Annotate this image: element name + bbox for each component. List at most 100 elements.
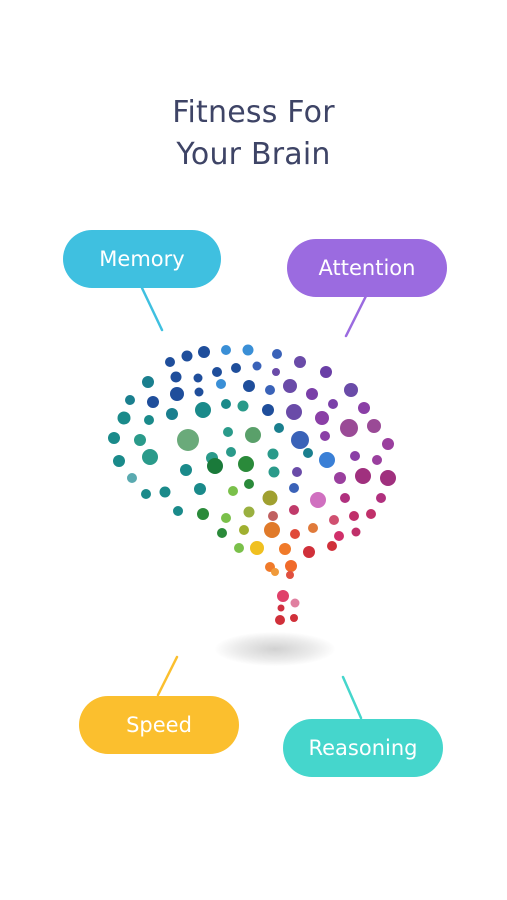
brain-dot bbox=[351, 527, 361, 537]
brain-dot bbox=[173, 506, 183, 516]
brain-dot bbox=[355, 468, 371, 484]
brain-dot bbox=[366, 509, 376, 519]
brain-dot bbox=[320, 431, 330, 441]
reasoning-connector bbox=[341, 675, 363, 720]
brain-dot bbox=[180, 464, 192, 476]
brain-dot bbox=[319, 452, 335, 468]
speed-label: Speed bbox=[126, 713, 192, 737]
brain-dot bbox=[334, 472, 346, 484]
memory-label: Memory bbox=[99, 247, 185, 271]
brain-dot bbox=[193, 373, 203, 383]
brain-dot bbox=[197, 508, 209, 520]
brain-dot bbox=[349, 511, 359, 521]
attention-button[interactable]: Attention bbox=[287, 239, 447, 297]
brain-dot bbox=[262, 490, 278, 506]
brain-dot bbox=[290, 598, 300, 608]
brain-dot bbox=[271, 568, 279, 576]
brain-dot bbox=[262, 404, 274, 416]
brain-dot bbox=[223, 427, 233, 437]
brain-dot bbox=[237, 400, 249, 412]
brain-dot bbox=[117, 411, 131, 425]
brain-dot bbox=[127, 473, 137, 483]
brain-dot bbox=[380, 470, 396, 486]
brain-dot bbox=[291, 431, 309, 449]
brain-dot bbox=[243, 380, 255, 392]
brain-dot bbox=[315, 411, 329, 425]
brain-dot bbox=[340, 493, 350, 503]
brain-dot bbox=[194, 387, 204, 397]
brain-dot bbox=[272, 349, 282, 359]
brain-dot bbox=[285, 560, 297, 572]
brain-dot bbox=[195, 402, 211, 418]
brain-dot bbox=[242, 344, 254, 356]
brain-dot bbox=[275, 615, 285, 625]
brain-dot bbox=[221, 399, 231, 409]
brain-dot bbox=[221, 513, 231, 523]
brain-dot bbox=[308, 523, 318, 533]
brain-dot bbox=[108, 432, 120, 444]
brain-dot bbox=[292, 467, 302, 477]
brain-dot bbox=[272, 368, 280, 376]
brain-shadow bbox=[215, 632, 335, 666]
brain-dot bbox=[231, 363, 241, 373]
brain-dot bbox=[328, 399, 338, 409]
brain-dot bbox=[334, 531, 344, 541]
brain-dot bbox=[113, 455, 125, 467]
brain-dot bbox=[238, 456, 254, 472]
brain-dot bbox=[212, 367, 222, 377]
page-title: Fitness For Your Brain bbox=[0, 92, 507, 176]
brain-dot bbox=[194, 483, 206, 495]
brain-dot bbox=[327, 541, 337, 551]
brain-dot bbox=[274, 423, 284, 433]
brain-dot bbox=[216, 379, 226, 389]
brain-dot bbox=[306, 388, 318, 400]
brain-dot bbox=[286, 404, 302, 420]
brain-dot bbox=[181, 350, 193, 362]
brain-dot bbox=[243, 506, 255, 518]
brain-dot bbox=[265, 385, 275, 395]
brain-dot bbox=[290, 614, 298, 622]
title-line-1: Fitness For bbox=[172, 95, 335, 130]
memory-button[interactable]: Memory bbox=[63, 230, 221, 288]
brain-dot bbox=[267, 448, 279, 460]
brain-dot bbox=[244, 479, 254, 489]
brain-dot bbox=[144, 415, 154, 425]
brain-dot bbox=[358, 402, 370, 414]
brain-dot bbox=[159, 486, 171, 498]
brain-dot bbox=[310, 492, 326, 508]
brain-dot bbox=[289, 483, 299, 493]
brain-dot bbox=[217, 528, 227, 538]
speed-button[interactable]: Speed bbox=[79, 696, 239, 754]
brain-dot bbox=[268, 466, 280, 478]
brain-dot bbox=[198, 346, 210, 358]
brain-dot bbox=[239, 525, 249, 535]
brain-dot bbox=[294, 356, 306, 368]
brain-dot bbox=[320, 366, 332, 378]
reasoning-label: Reasoning bbox=[308, 736, 418, 760]
brain-dot bbox=[234, 543, 244, 553]
memory-connector bbox=[140, 286, 164, 332]
brain-dot bbox=[177, 429, 199, 451]
brain-dot bbox=[125, 395, 135, 405]
brain-dot bbox=[303, 546, 315, 558]
brain-dot bbox=[252, 361, 262, 371]
brain-dot bbox=[277, 604, 285, 612]
reasoning-button[interactable]: Reasoning bbox=[283, 719, 443, 777]
brain-dot bbox=[268, 511, 278, 521]
brain-dot bbox=[228, 486, 238, 496]
brain-dot bbox=[221, 345, 231, 355]
brain-dot bbox=[147, 396, 159, 408]
brain-dot bbox=[286, 571, 294, 579]
brain-dot bbox=[350, 451, 360, 461]
brain-dot bbox=[165, 357, 175, 367]
brain-dot bbox=[279, 543, 291, 555]
brain-dot bbox=[277, 590, 289, 602]
brain-dot bbox=[340, 419, 358, 437]
brain-dot bbox=[372, 455, 382, 465]
brain-dot bbox=[376, 493, 386, 503]
speed-connector bbox=[156, 655, 179, 697]
brain-dot bbox=[290, 529, 300, 539]
